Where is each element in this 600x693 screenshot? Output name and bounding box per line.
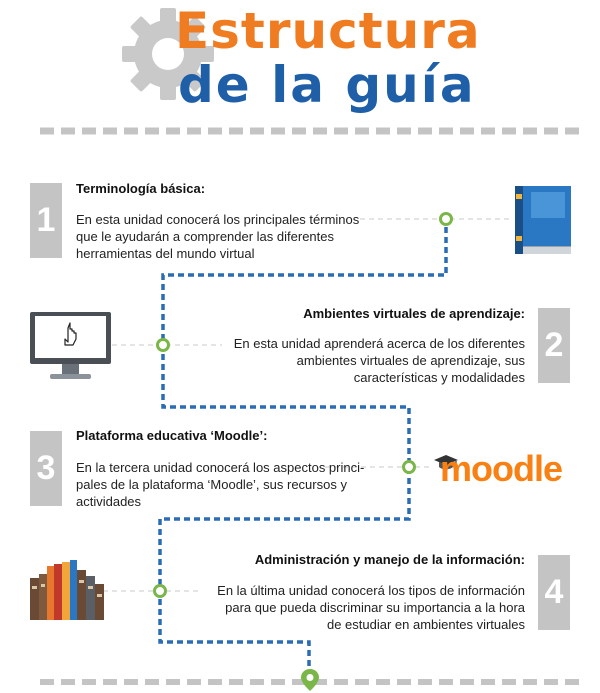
unit-text-1: En esta unidad conocerá los principales … [76,212,360,261]
unit-number-1: 1 [30,183,62,258]
unit-text-3: En la tercera unidad conocerá los aspect… [76,460,365,509]
monitor-icon [30,312,111,379]
unit-number-2: 2 [538,308,570,383]
unit-title-2: Ambientes virtuales de aprendizaje: [303,306,525,321]
unit-title-3: Plataforma educativa ‘Moodle’: [76,428,268,443]
unit-number-3: 3 [30,431,62,506]
title-line-1: Estructura [175,2,481,60]
node-1 [439,212,453,226]
node-4 [153,584,167,598]
node-2 [156,338,170,352]
books-icon [30,560,104,620]
unit-text-2: En esta unidad aprenderá acerca de los d… [233,336,525,385]
unit-title-4: Administración y manejo de la informació… [254,552,525,567]
moodle-logo: moodle [432,448,582,492]
bottom-divider [40,679,580,685]
graduation-cap-icon [434,455,458,470]
moodle-wordmark: moodle [440,448,563,489]
book-icon [515,186,571,254]
gear-icon [122,8,214,100]
location-pin-icon [301,669,319,691]
title-line-2: de la guía [178,56,476,114]
unit-text-4: En la última unidad conocerá los tipos d… [217,583,525,632]
unit-number-4: 4 [538,555,570,630]
unit-title-1: Terminología básica: [76,181,206,196]
node-3 [402,460,416,474]
top-divider [40,127,580,135]
